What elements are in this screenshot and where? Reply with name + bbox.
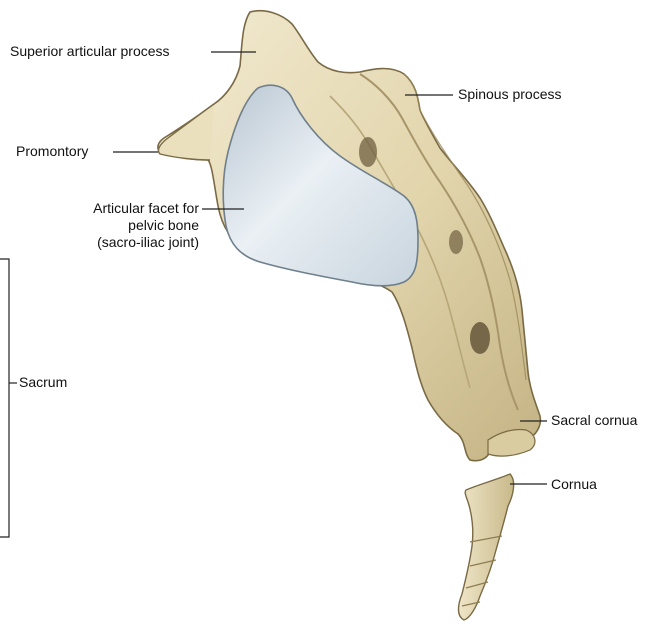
- label-spinous-process: Spinous process: [458, 86, 562, 103]
- posterior-foramen-3: [470, 322, 490, 354]
- label-sacral-cornua: Sacral cornua: [551, 412, 637, 429]
- label-articular-facet-line-3: (sacro-iliac joint): [56, 234, 199, 251]
- label-sacrum: Sacrum: [19, 374, 67, 391]
- label-articular-facet-line-1: Articular facet for: [56, 200, 199, 217]
- sacrum-bracket: [0, 259, 9, 537]
- label-superior-articular-process: Superior articular process: [10, 43, 170, 60]
- posterior-foramen-1: [359, 137, 377, 167]
- label-articular-facet-line-2: pelvic bone: [56, 217, 199, 234]
- label-articular-facet: Articular facet for pelvic bone (sacro-i…: [56, 200, 199, 251]
- posterior-foramen-2: [449, 230, 463, 254]
- label-promontory: Promontory: [16, 143, 88, 160]
- coccyx: [459, 474, 514, 620]
- promontory-spur: [158, 104, 214, 160]
- label-cornua: Cornua: [551, 476, 597, 493]
